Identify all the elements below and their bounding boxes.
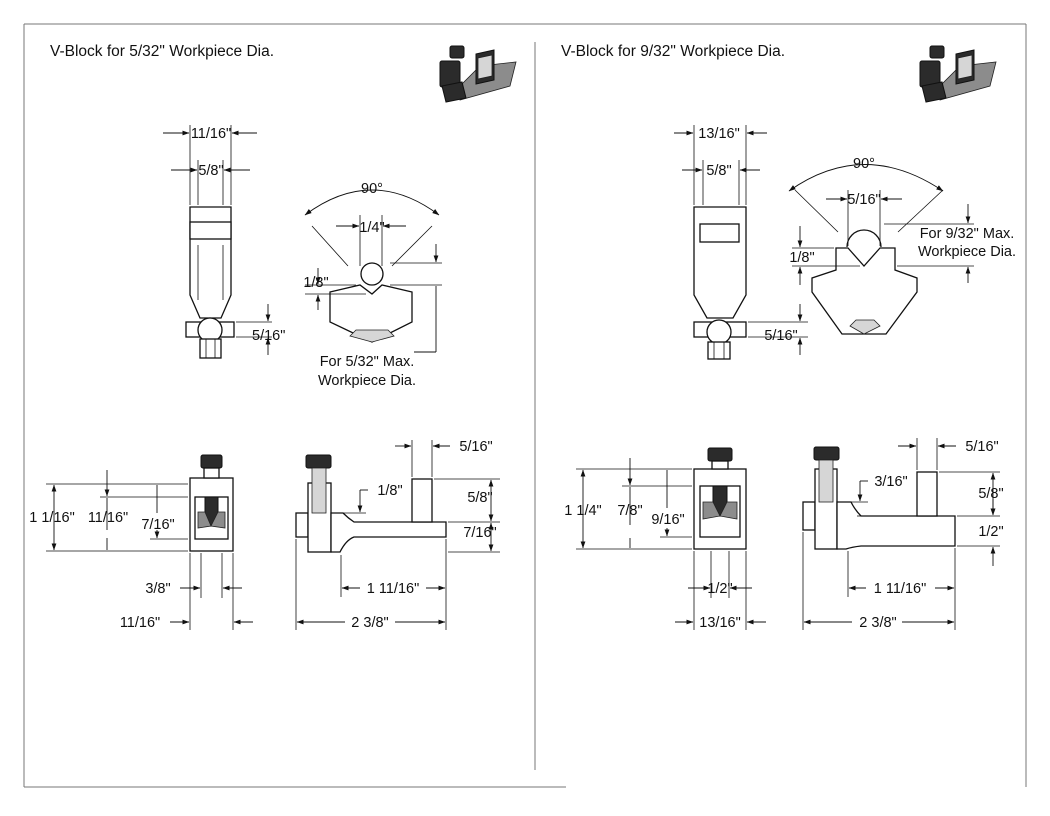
right-side-overall-length-label: 2 3/8" [859,615,896,631]
right-clamp-slot-height-label: 9/16" [651,512,684,528]
left-front-label-plate [189,221,232,240]
right-clamp-width-label: 13/16" [699,615,740,631]
right-angle-label: 90° [853,156,875,172]
left-vblock-end-view [304,189,442,353]
right-side-arm-length-label: 1 11/16" [874,581,926,597]
left-clamp-slot-width-label: 3/8" [145,581,170,597]
right-front-mid-width-label: 5/8" [706,163,731,179]
left-front-view [163,125,272,359]
right-note-line1: For 9/32" Max. [920,226,1015,242]
left-clamp-width-label: 11/16" [120,615,160,631]
left-clamp-front-view [46,454,253,630]
right-front-top-width-label: 13/16" [698,126,739,142]
left-front-mid-width-label: 5/8" [198,163,223,179]
right-clamp-overall-height-label: 1 1/4" [564,503,601,519]
left-clamp-overall-height-label: 1 1/16" [29,510,74,526]
left-side-arm-length-label: 1 11/16" [367,581,419,597]
left-side-base-height-label: 7/16" [463,525,496,541]
right-clamp-slot-width-label: 1/2" [707,581,732,597]
left-side-view [295,440,500,630]
vblock-isometric-icon [919,45,997,103]
right-v-width-label: 5/16" [847,192,880,208]
left-side-post-width-label: 5/16" [459,439,492,455]
left-front-bottom-height-label: 5/16" [252,328,285,344]
left-side-overall-length-label: 2 3/8" [351,615,388,631]
right-clamp-front-view [576,447,766,630]
right-v-depth-label: 1/8" [789,250,814,266]
page-frame [23,23,1027,788]
right-front-bottom-height-label: 5/16" [764,328,797,344]
right-side-step-label: 3/16" [874,474,907,490]
right-panel-title: V-Block for 9/32" Workpiece Dia. [561,43,786,60]
left-side-post-height-label: 5/8" [467,490,492,506]
left-angle-label: 90° [361,181,383,197]
left-note-line2: Workpiece Dia. [318,373,416,389]
right-vblock-end-view [788,164,974,335]
left-front-top-width-label: 11/16" [191,126,231,142]
vblock-isometric-icon [439,45,517,103]
left-side-step-label: 1/8" [377,483,402,499]
right-note-line2: Workpiece Dia. [918,244,1016,260]
right-side-base-height-label: 1/2" [978,524,1003,540]
right-front-label-plate [699,223,740,243]
left-v-depth-label: 1/8" [303,275,328,291]
right-side-post-width-label: 5/16" [965,439,998,455]
left-panel-title: V-Block for 5/32" Workpiece Dia. [50,43,275,60]
right-front-view [674,125,808,360]
left-clamp-inner-height-label: 11/16" [88,510,128,526]
right-clamp-inner-height-label: 7/8" [617,503,642,519]
left-note-line1: For 5/32" Max. [320,354,415,370]
right-side-view [802,438,1000,630]
left-clamp-slot-height-label: 7/16" [141,517,174,533]
right-side-post-height-label: 5/8" [978,486,1003,502]
left-v-width-label: 1/4" [359,220,384,236]
